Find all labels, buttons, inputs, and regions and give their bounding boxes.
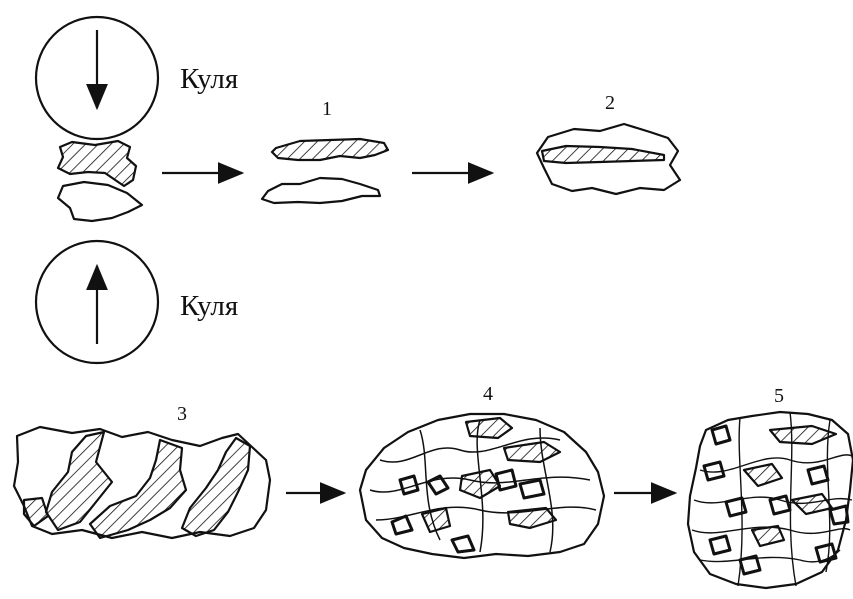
- ball-label-top: Куля: [180, 63, 238, 95]
- stage-1-shapes: [262, 139, 388, 203]
- stage-labels: 1 2 3 4 5: [177, 92, 784, 425]
- stage-label-4: 4: [483, 383, 493, 405]
- stage-label-1: 1: [322, 98, 332, 120]
- ball-label-bottom: Куля: [180, 290, 238, 322]
- stage-5-shape: [688, 412, 853, 588]
- particles-between-balls: [58, 141, 142, 221]
- stage-3-shape: [14, 427, 270, 538]
- ball-bottom: [36, 241, 158, 363]
- ball-top: [36, 17, 158, 139]
- stage-label-5: 5: [774, 385, 784, 407]
- stage-label-2: 2: [605, 92, 615, 114]
- stage-2-shape: [537, 124, 680, 194]
- stage-4-shape: [360, 414, 604, 558]
- stage-label-3: 3: [177, 403, 187, 425]
